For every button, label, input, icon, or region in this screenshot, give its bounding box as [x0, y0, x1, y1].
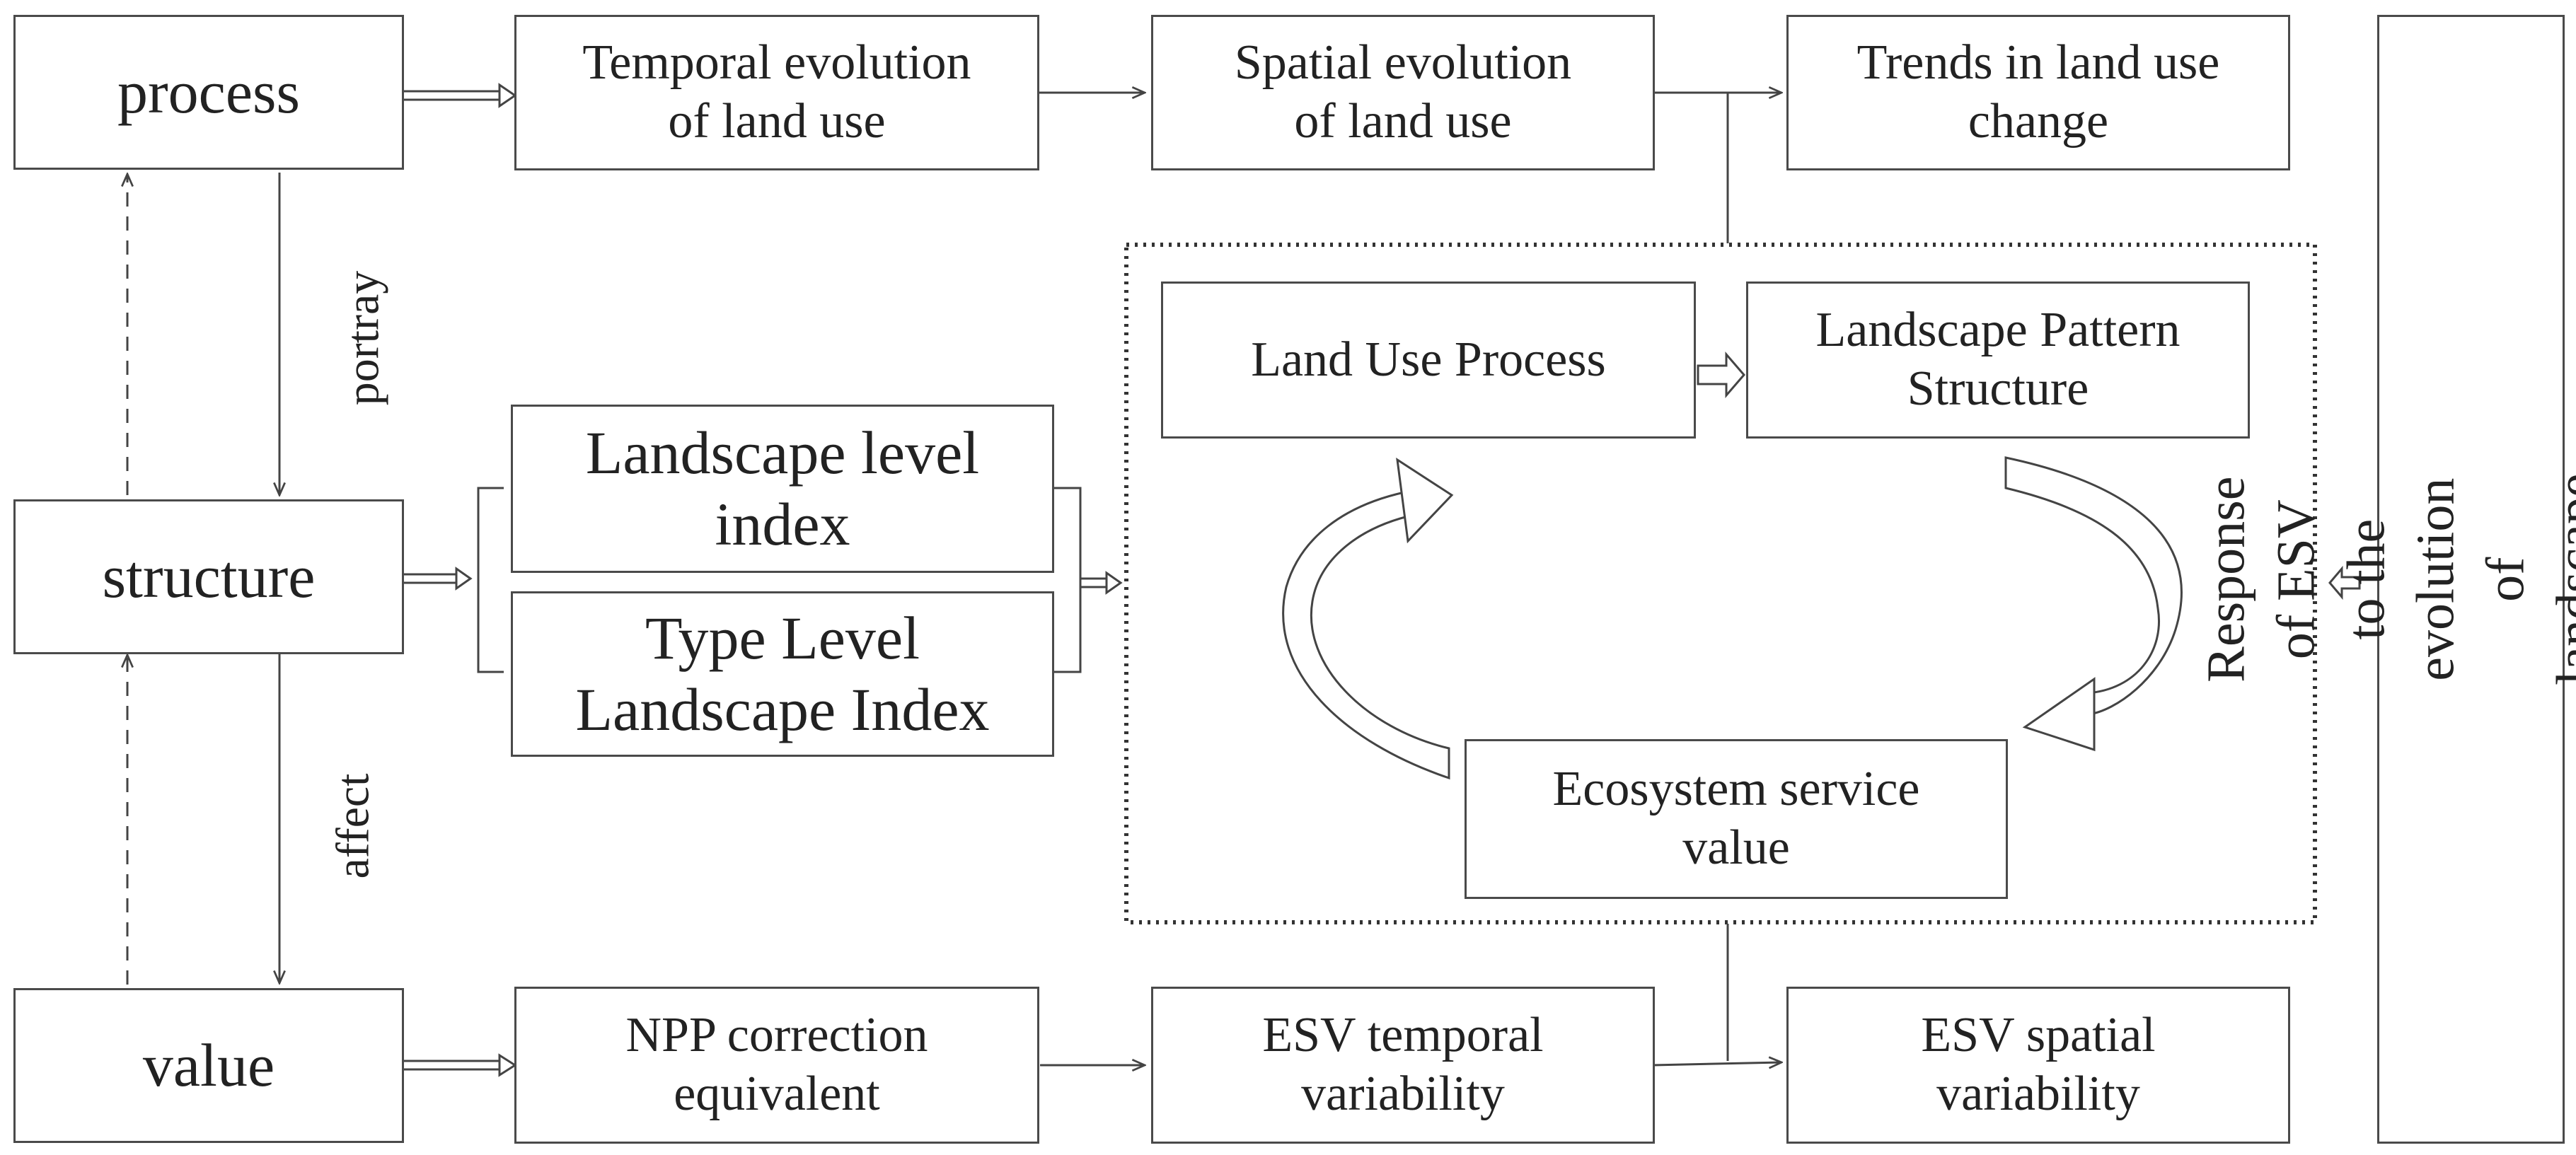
- temporal-evolution-label: Temporal evolution of land use: [582, 35, 971, 149]
- title-to-cycle-hollow-arrow: [2328, 565, 2361, 600]
- esv-spatial-label: ESV spatial variability: [1921, 1008, 2156, 1121]
- indices-to-cycle-arrow: [1080, 571, 1123, 595]
- type-level-index-label: Type Level Landscape Index: [575, 603, 990, 743]
- value-label: value: [142, 1031, 275, 1099]
- land-use-process-label: Land Use Process: [1251, 332, 1606, 387]
- structure-box: structure: [13, 499, 404, 654]
- landscape-level-index-box: Landscape level index: [511, 405, 1054, 573]
- landscape-level-index-label: Landscape level index: [585, 418, 980, 558]
- spatial-evolution-label: Spatial evolution of land use: [1234, 35, 1572, 149]
- land-use-process-box: Land Use Process: [1161, 282, 1696, 439]
- response-title-label: Response of ESV to the evolution of land…: [2196, 473, 2576, 685]
- landscape-pattern-box: Landscape Pattern Structure: [1746, 282, 2250, 439]
- esv-spatial-box: ESV spatial variability: [1786, 987, 2290, 1144]
- process-to-temporal-arrow: [403, 83, 517, 108]
- right-cycle-arrow: [2004, 456, 2183, 752]
- process-box: process: [13, 15, 404, 170]
- npp-correction-label: NPP correction equivalent: [625, 1008, 928, 1121]
- trends-box: Trends in land use change: [1786, 15, 2290, 170]
- portray-label: portray: [337, 270, 389, 406]
- structure-to-indices-arrow: [403, 567, 473, 591]
- value-box: value: [13, 988, 404, 1143]
- npp-correction-box: NPP correction equivalent: [514, 987, 1039, 1144]
- response-title-box: Response of ESV to the evolution of land…: [2196, 15, 2576, 1144]
- structure-label: structure: [102, 542, 316, 610]
- indices-right-bracket: [1054, 487, 1082, 673]
- esv-temporal-box: ESV temporal variability: [1151, 987, 1655, 1144]
- value-to-npp-arrow: [403, 1053, 517, 1077]
- spatial-evolution-box: Spatial evolution of land use: [1151, 15, 1655, 170]
- temporal-evolution-box: Temporal evolution of land use: [514, 15, 1039, 170]
- cycle-frame: [1124, 243, 2317, 924]
- indices-left-bracket: [477, 487, 504, 673]
- ecosystem-service-value-box: Ecosystem service value: [1465, 739, 2008, 899]
- affect-label: affect: [327, 773, 379, 879]
- landscape-pattern-label: Landscape Pattern Structure: [1815, 303, 2181, 416]
- ecosystem-service-value-label: Ecosystem service value: [1552, 762, 1920, 875]
- esv-temporal-label: ESV temporal variability: [1262, 1008, 1544, 1121]
- left-cycle-arrow: [1282, 457, 1454, 780]
- esv-temporal-to-spatial-arrow: [1652, 1062, 1781, 1065]
- type-level-index-box: Type Level Landscape Index: [511, 591, 1054, 757]
- process-label: process: [117, 57, 300, 126]
- trends-label: Trends in land use change: [1856, 35, 2220, 149]
- process-to-pattern-hollow-arrow: [1697, 351, 1745, 399]
